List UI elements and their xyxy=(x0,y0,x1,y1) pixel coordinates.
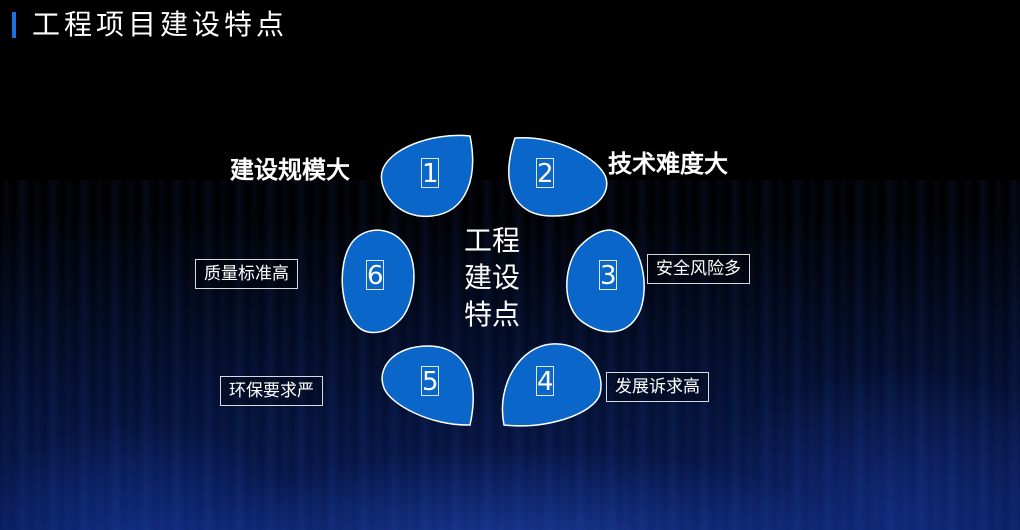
center-title-line-2: 建设 xyxy=(463,261,520,294)
petal-2 xyxy=(508,137,608,217)
center-title-line-1: 工程 xyxy=(463,224,520,257)
number-badge-4: 4 xyxy=(536,366,554,397)
petal-5 xyxy=(381,345,474,426)
feature-label-5: 环保要求严 xyxy=(220,376,323,406)
title-accent-bar xyxy=(12,12,16,38)
feature-label-2: 技术难度大 xyxy=(608,150,728,178)
number-badge-3: 3 xyxy=(599,260,617,291)
center-title: 工程 建设 特点 xyxy=(452,222,532,333)
background-light-streaks xyxy=(0,180,1020,530)
number-badge-1: 1 xyxy=(421,158,439,189)
feature-label-3: 安全风险多 xyxy=(647,254,750,284)
number-badge-6: 6 xyxy=(366,260,384,291)
petal-3 xyxy=(566,229,645,333)
feature-label-6: 质量标准高 xyxy=(195,259,298,289)
petal-6 xyxy=(341,229,415,334)
page-title: 工程项目建设特点 xyxy=(32,8,289,41)
petal-1 xyxy=(380,134,474,217)
number-badge-5: 5 xyxy=(421,366,439,397)
petal-4 xyxy=(501,343,602,427)
feature-label-4: 发展诉求高 xyxy=(606,372,709,402)
feature-label-1: 建设规模大 xyxy=(230,156,350,184)
center-title-line-3: 特点 xyxy=(463,298,520,331)
number-badge-2: 2 xyxy=(536,158,554,189)
